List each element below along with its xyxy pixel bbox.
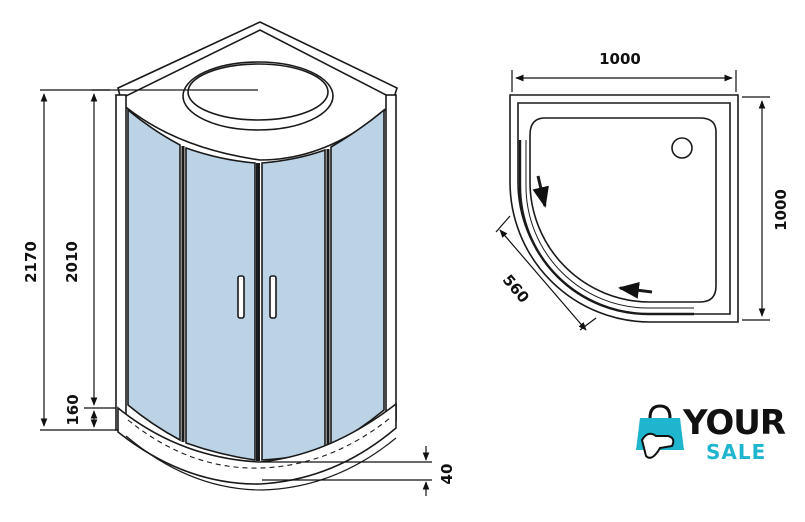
logo-word-sale: SALE xyxy=(706,440,767,464)
left-post xyxy=(115,94,127,431)
tray-basin xyxy=(529,117,717,303)
glass-door-left xyxy=(185,146,256,461)
logo-word-your: YOUR xyxy=(683,403,786,443)
tray-dashed-curve xyxy=(127,417,391,469)
slide-arrow-left xyxy=(532,175,549,209)
right-post xyxy=(385,94,397,421)
door-handle-right xyxy=(269,275,277,319)
tray-base-curve xyxy=(125,435,397,491)
glass-panel-right-fixed xyxy=(330,108,385,448)
label-tray-step: 40 xyxy=(438,464,456,485)
label-width: 1000 xyxy=(599,50,641,68)
door-handle-left xyxy=(237,275,245,319)
slide-arrow-bottom xyxy=(617,282,653,299)
dimension-lines-3d xyxy=(40,89,432,496)
drain-icon xyxy=(671,137,693,159)
label-door-opening: 560 xyxy=(499,271,533,307)
label-tray-height: 160 xyxy=(64,394,82,425)
overhead-shower-inner xyxy=(187,63,329,121)
dimension-lines-top xyxy=(495,70,770,331)
dimension-labels-3d: 2170 2010 160 40 xyxy=(22,241,456,484)
shopping-bag-hand-icon xyxy=(636,404,684,459)
label-cabin-height: 2010 xyxy=(63,241,81,283)
top-view xyxy=(509,94,739,323)
label-total-height: 2170 xyxy=(22,241,40,283)
cabin-3d-view xyxy=(92,21,398,491)
glass-panel-left-fixed xyxy=(127,108,181,442)
label-depth: 1000 xyxy=(772,189,790,231)
cabin-roof-inner xyxy=(125,29,389,97)
shower-tray xyxy=(117,402,397,485)
